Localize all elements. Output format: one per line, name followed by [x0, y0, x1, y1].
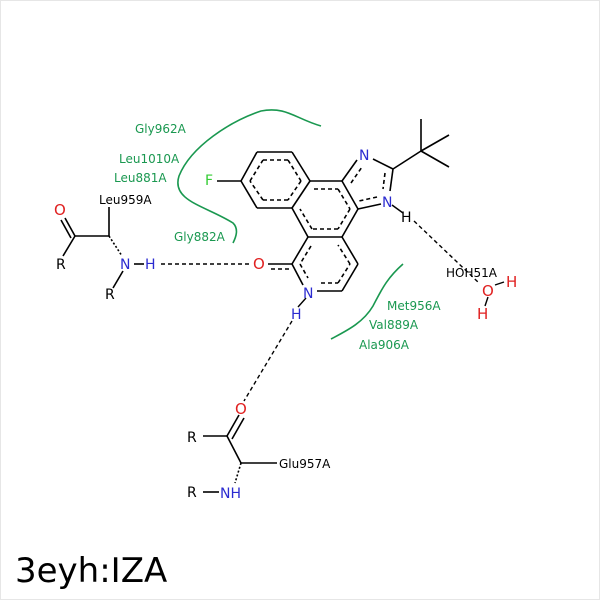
- glu957-carbonyl-o: O: [235, 400, 247, 418]
- diagram-title: 3eyh:IZA: [15, 551, 168, 591]
- pyridone-n: N: [303, 286, 313, 302]
- tert-butyl-group: [392, 119, 450, 170]
- ligand-carbonyl-o: O: [253, 255, 265, 273]
- leu959-backbone: [60, 207, 144, 289]
- water-oxygen: O: [482, 282, 494, 300]
- hydrophobic-arc-lower: [330, 263, 404, 340]
- leu959-carbonyl-o: O: [54, 201, 66, 219]
- bond-n-h-imidazole: [391, 204, 404, 214]
- glu957-r-upper: R: [187, 430, 197, 446]
- leu959-r-upper: R: [56, 257, 66, 273]
- imidazole-ring: [341, 158, 394, 210]
- residue-label-glu957: Glu957A: [279, 457, 331, 471]
- water-bonds: [484, 281, 505, 307]
- residue-label-leu1010: Leu1010A: [119, 152, 180, 166]
- residue-label-val889: Val889A: [369, 318, 419, 332]
- residue-label-met956: Met956A: [387, 299, 441, 313]
- residue-label-hoh51: HOH51A: [446, 266, 498, 280]
- central-ring: [291, 180, 359, 238]
- residue-label-leu959: Leu959A: [99, 193, 152, 207]
- water-h-lower: H: [477, 305, 488, 323]
- residue-label-gly962: Gly962A: [135, 122, 187, 136]
- residue-label-ala906: Ala906A: [359, 338, 410, 352]
- leu959-amide-h: H: [145, 257, 156, 273]
- fluorine-atom: F: [205, 173, 213, 189]
- glu957-backbone: [203, 414, 277, 493]
- benzene-ring-left: [240, 151, 311, 209]
- imidazole-nh-h: H: [401, 210, 412, 226]
- water-h-right: H: [506, 273, 517, 291]
- hydrogen-bonds: [161, 220, 479, 402]
- residue-label-gly882: Gly882A: [174, 230, 226, 244]
- imidazole-n-top: N: [359, 148, 369, 164]
- leu959-r-lower: R: [105, 287, 115, 303]
- hydrophobic-arc-upper: [177, 109, 322, 244]
- residue-label-leu881: Leu881A: [114, 171, 167, 185]
- pyridone-nh-h: H: [291, 307, 302, 323]
- bond-n-h-pyridone: [297, 297, 307, 308]
- glu957-amide-nh: NH: [220, 486, 241, 502]
- leu959-amide-n: N: [120, 257, 130, 273]
- imidazole-nh-n: N: [382, 195, 392, 211]
- glu957-r-lower: R: [187, 485, 197, 501]
- pyridone-ring: [268, 236, 359, 292]
